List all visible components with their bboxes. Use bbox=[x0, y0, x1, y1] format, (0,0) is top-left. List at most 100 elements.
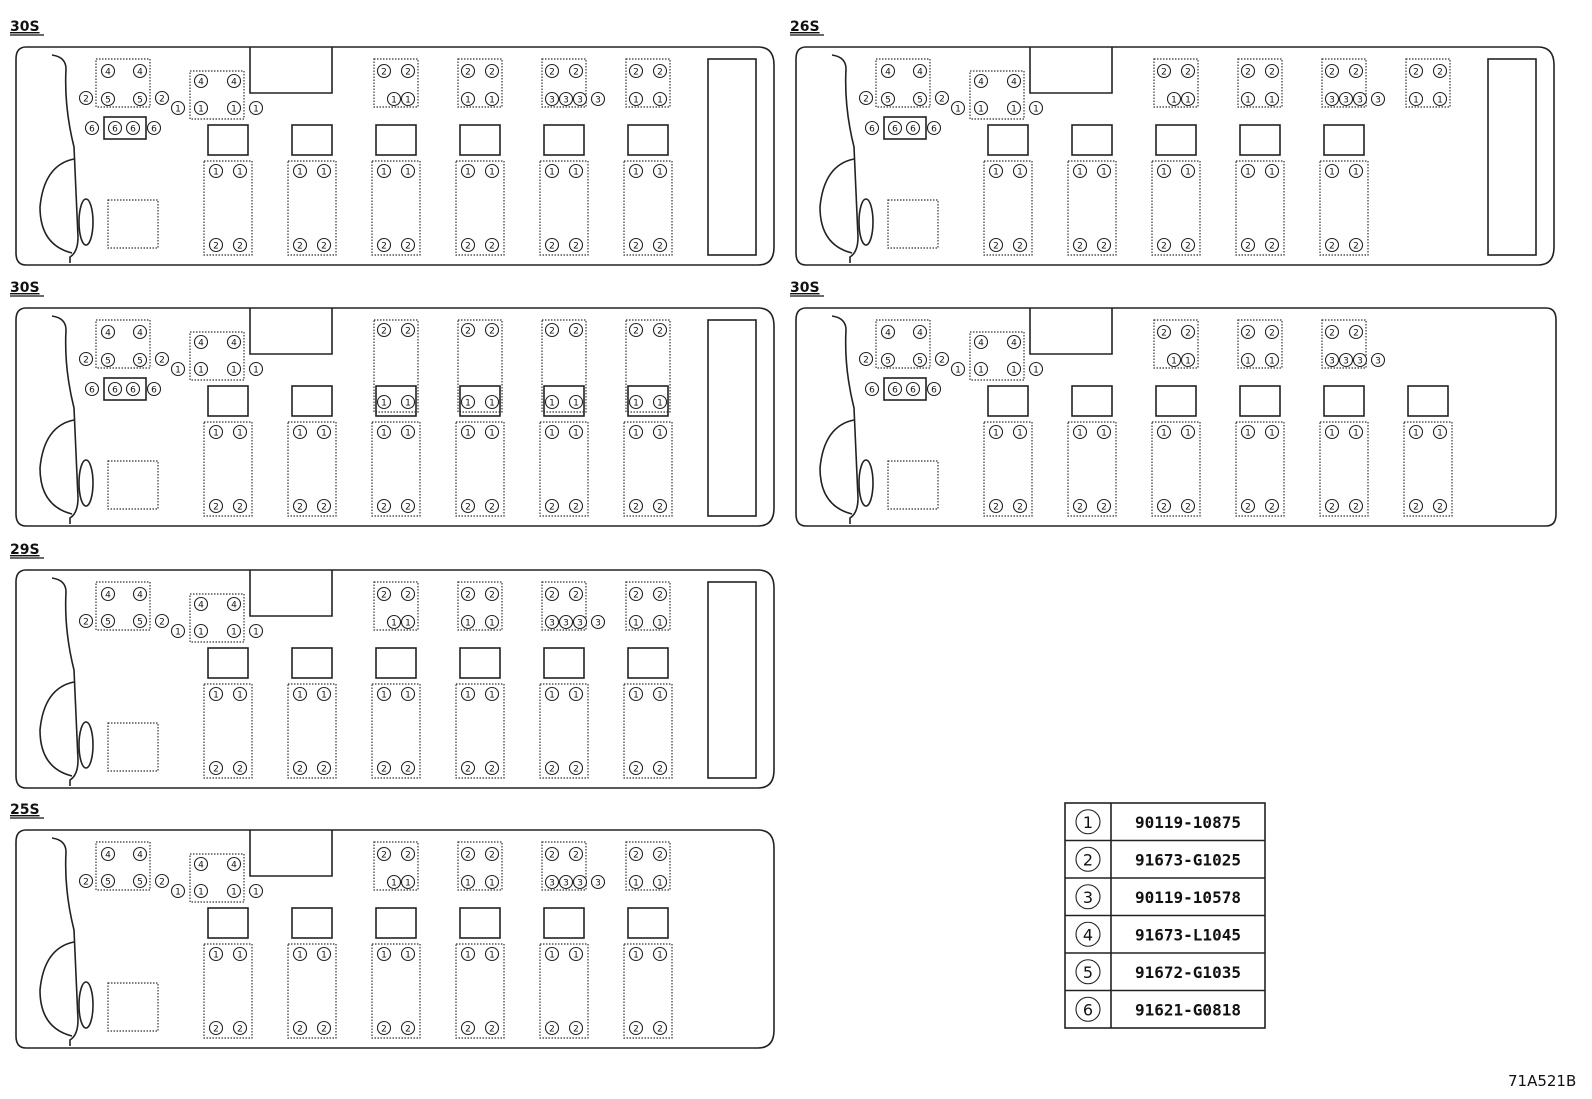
bolt-marker: 1 bbox=[248, 361, 264, 377]
bolt-marker: 2 bbox=[460, 237, 476, 253]
upper-seat bbox=[1321, 319, 1367, 369]
svg-text:2: 2 bbox=[657, 764, 663, 774]
svg-text:2: 2 bbox=[405, 502, 411, 512]
bolt-marker: 1 bbox=[1180, 91, 1196, 107]
svg-text:2: 2 bbox=[381, 764, 387, 774]
svg-text:1: 1 bbox=[1437, 95, 1443, 105]
upper-seat bbox=[541, 581, 587, 631]
bolt-marker: 1 bbox=[484, 91, 500, 107]
svg-text:1: 1 bbox=[1161, 428, 1167, 438]
bolt-marker: 1 bbox=[460, 946, 476, 962]
bolt-marker: 2 bbox=[934, 90, 950, 106]
svg-text:1: 1 bbox=[1329, 167, 1335, 177]
bolt-marker: 4 bbox=[226, 73, 242, 89]
svg-text:2: 2 bbox=[573, 850, 579, 860]
bolt-marker: 2 bbox=[78, 351, 94, 367]
svg-text:2: 2 bbox=[405, 850, 411, 860]
bolt-marker: 2 bbox=[652, 760, 668, 776]
bolt-marker: 1 bbox=[460, 614, 476, 630]
bolt-marker: 1 bbox=[1096, 163, 1112, 179]
bolt-marker: 1 bbox=[628, 424, 644, 440]
bolt-marker: 2 bbox=[1264, 498, 1280, 514]
bolt-marker: 3 bbox=[572, 614, 588, 630]
svg-text:3: 3 bbox=[595, 95, 601, 105]
svg-text:3: 3 bbox=[563, 618, 569, 628]
bolt-marker: 1 bbox=[292, 686, 308, 702]
bolt-marker: 1 bbox=[628, 874, 644, 890]
svg-text:1: 1 bbox=[1329, 428, 1335, 438]
bolt-marker: 2 bbox=[1096, 237, 1112, 253]
lower-seat bbox=[203, 683, 253, 779]
bolt-marker: 4 bbox=[132, 63, 148, 79]
svg-text:4: 4 bbox=[917, 328, 923, 338]
svg-text:4: 4 bbox=[198, 338, 204, 348]
bolt-marker: 6 bbox=[926, 120, 942, 136]
svg-text:1: 1 bbox=[657, 398, 663, 408]
lower-seat bbox=[1319, 160, 1369, 256]
svg-text:1: 1 bbox=[465, 95, 471, 105]
svg-text:2: 2 bbox=[1329, 502, 1335, 512]
bolt-marker: 1 bbox=[316, 163, 332, 179]
svg-text:2: 2 bbox=[1353, 502, 1359, 512]
bolt-marker: 1 bbox=[460, 874, 476, 890]
svg-text:1: 1 bbox=[489, 878, 495, 888]
bolt-marker: 2 bbox=[400, 237, 416, 253]
bolt-marker: 2 bbox=[400, 63, 416, 79]
bolt-marker: 1 bbox=[226, 361, 242, 377]
bolt-marker: 6 bbox=[125, 381, 141, 397]
svg-text:1: 1 bbox=[465, 690, 471, 700]
svg-text:2: 2 bbox=[381, 326, 387, 336]
svg-text:2: 2 bbox=[1161, 241, 1167, 251]
bolt-marker: 1 bbox=[170, 361, 186, 377]
bolt-marker: 2 bbox=[652, 498, 668, 514]
seat-headrest bbox=[1323, 124, 1365, 156]
bolt-marker: 2 bbox=[400, 760, 416, 776]
svg-text:1: 1 bbox=[231, 887, 237, 897]
svg-text:3: 3 bbox=[549, 95, 555, 105]
door-well bbox=[249, 47, 333, 94]
bolt-marker: 2 bbox=[934, 351, 950, 367]
bolt-marker: 2 bbox=[460, 1020, 476, 1036]
seat-headrest bbox=[291, 647, 333, 679]
bolt-marker: 4 bbox=[1006, 73, 1022, 89]
svg-text:4: 4 bbox=[231, 600, 237, 610]
seat-headrest bbox=[1239, 124, 1281, 156]
svg-text:2: 2 bbox=[939, 355, 945, 365]
svg-text:1: 1 bbox=[405, 398, 411, 408]
bolt-marker: 1 bbox=[484, 394, 500, 410]
rear-bench-seat bbox=[707, 319, 757, 517]
bolt-marker: 1 bbox=[226, 883, 242, 899]
svg-text:1: 1 bbox=[297, 428, 303, 438]
seat-headrest bbox=[291, 907, 333, 939]
legend-part-number: 91673-G1025 bbox=[1135, 850, 1241, 869]
svg-text:1: 1 bbox=[381, 398, 387, 408]
bolt-marker: 2 bbox=[400, 846, 416, 862]
svg-text:2: 2 bbox=[1269, 328, 1275, 338]
bolt-marker: 2 bbox=[1324, 324, 1340, 340]
svg-text:6: 6 bbox=[910, 124, 916, 134]
bolt-marker: 1 bbox=[193, 100, 209, 116]
svg-text:2: 2 bbox=[321, 502, 327, 512]
bolt-marker: 2 bbox=[652, 63, 668, 79]
bolt-marker: 4 bbox=[880, 324, 896, 340]
svg-text:1: 1 bbox=[955, 104, 961, 114]
lower-seat bbox=[539, 160, 589, 256]
bolt-marker: 1 bbox=[652, 394, 668, 410]
svg-text:4: 4 bbox=[231, 860, 237, 870]
driver-area-curve bbox=[39, 681, 75, 777]
bolt-marker: 2 bbox=[78, 613, 94, 629]
upper-seat-long bbox=[457, 319, 503, 413]
bolt-marker: 1 bbox=[544, 946, 560, 962]
bolt-marker: 1 bbox=[232, 686, 248, 702]
svg-text:3: 3 bbox=[549, 878, 555, 888]
svg-text:2: 2 bbox=[1269, 502, 1275, 512]
door-well bbox=[1029, 308, 1113, 355]
bolt-marker: 2 bbox=[292, 1020, 308, 1036]
bolt-marker: 2 bbox=[568, 846, 584, 862]
bolt-marker: 1 bbox=[628, 686, 644, 702]
svg-text:2: 2 bbox=[381, 241, 387, 251]
lower-seat bbox=[623, 683, 673, 779]
bolt-marker: 1 bbox=[400, 686, 416, 702]
bolt-marker: 4 bbox=[193, 856, 209, 872]
